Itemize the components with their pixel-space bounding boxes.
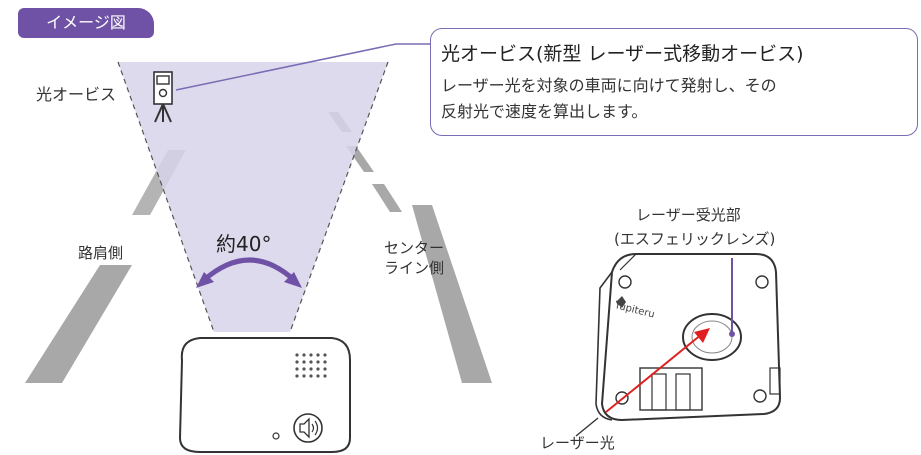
center-label-line2: ライン側: [384, 259, 445, 277]
beam-edge-right: [289, 61, 389, 333]
radar-detector-front-icon: [178, 337, 351, 453]
center-label: センター ライン側: [384, 238, 444, 278]
angle-arrow-left: [196, 272, 214, 288]
center-label-line1: センター: [384, 239, 445, 257]
angle-arrow-right: [284, 272, 302, 288]
road-edge-left: [25, 265, 132, 383]
callout-body: レーザー光を対象の車両に向けて発射し、その 反射光で速度を算出します。: [441, 73, 901, 125]
receiver-pointer-dot: [729, 331, 735, 337]
receiver-label-line1: レーザー受光部: [636, 206, 741, 224]
angle-label: 約40°: [216, 232, 272, 256]
laser-label: レーザー光: [540, 434, 615, 452]
shoulder-label: 路肩側: [78, 244, 124, 262]
orbis-label: 光オービス: [36, 85, 117, 104]
callout-body-line1: レーザー光を対象の車両に向けて発射し、その: [441, 76, 777, 95]
angle-arc: [202, 257, 296, 282]
laser-label-pointer: [575, 417, 599, 437]
callout-title: 光オービス(新型 レーザー式移動オービス): [441, 43, 804, 65]
center-dash-3: [372, 184, 402, 212]
callout-box: 光オービス(新型 レーザー式移動オービス) レーザー光を対象の車両に向けて発射し…: [430, 28, 918, 136]
laser-arrow: [605, 333, 703, 413]
speaker-button-icon: [293, 413, 323, 443]
orbis-device-icon: [153, 71, 173, 123]
beam-cone: [118, 62, 388, 332]
laser-arrowhead: [694, 328, 710, 343]
callout-leader: [175, 43, 432, 91]
receiver-label-line2: (エスフェリックレンズ): [614, 230, 776, 248]
road-edge-right: [412, 205, 492, 383]
callout-body-line2: 反射光で速度を算出します。: [441, 102, 648, 121]
receiver-lens-icon: [682, 313, 742, 361]
image-badge: イメージ図: [18, 8, 154, 38]
